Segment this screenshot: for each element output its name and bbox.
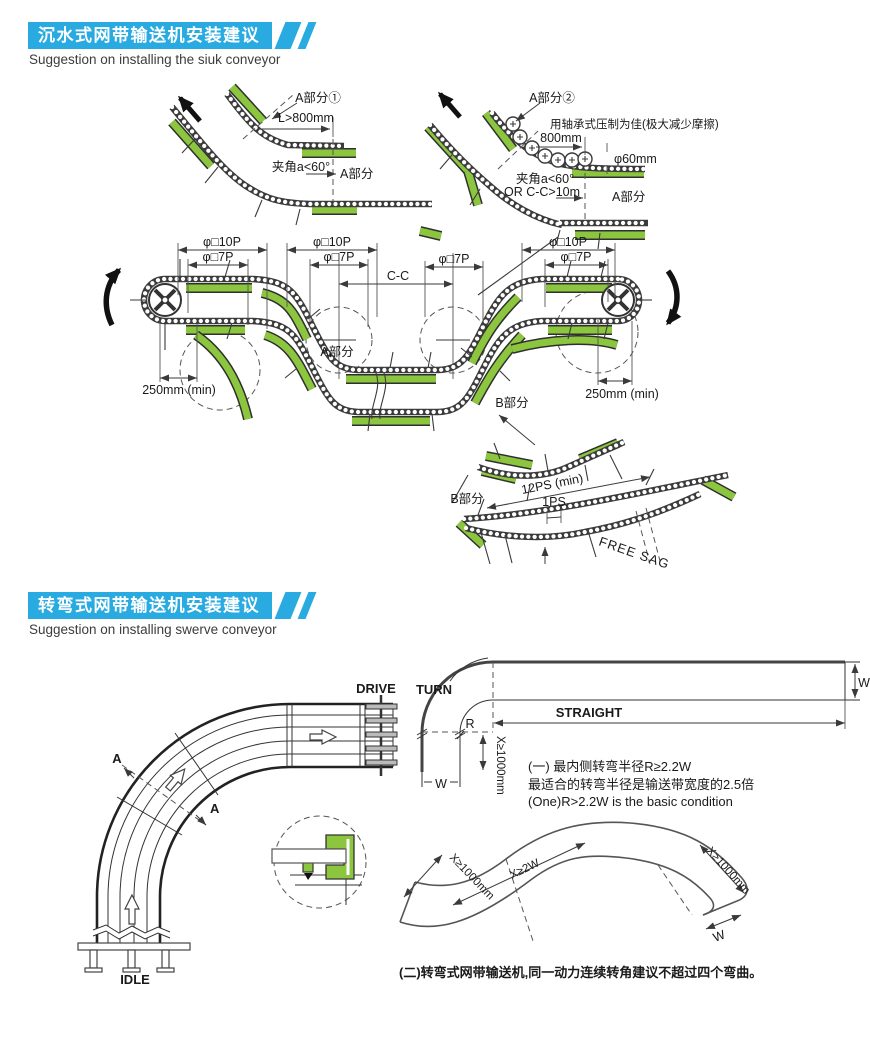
label-or-cc: OR C-C>10m [504, 185, 580, 199]
label-phi60: φ60mm [614, 152, 657, 166]
right-pulley [601, 283, 652, 317]
banner-stripe-icon [297, 22, 317, 49]
sink-conveyor-diagram: A部分① L>800mm 夹角a<60° A部分 [103, 83, 737, 572]
drive-shaft [365, 695, 398, 776]
section1-banner-box: 沉水式网带输送机安装建议 [28, 22, 272, 49]
label-800mm: 800mm [540, 131, 582, 145]
label-free-sag: FREE SAG [597, 534, 672, 572]
label-s-x2w: X≥2W [508, 857, 541, 882]
section2-banner-box: 转弯式网带输送机安装建议 [28, 592, 272, 619]
label-section-a2: A [210, 801, 220, 816]
detail-a-part-2: A部分② 用轴承式压制为佳(极大减少摩擦) 800mm φ60mm 夹角a<60… [418, 90, 719, 250]
label-a-part-mid: A部分 [320, 344, 353, 359]
section1-banner: 沉水式网带输送机安装建议 [28, 22, 870, 49]
label-dim7p-a: φ□7P [203, 250, 234, 264]
bearing-rollers [505, 116, 593, 168]
label-angle-left: 夹角a<60° [272, 160, 330, 174]
detail-b-part-mid: B部分 [451, 395, 627, 504]
label-dim10p-b: φ□10P [313, 235, 351, 249]
section1-subtitle: Suggestion on installing the siuk convey… [29, 52, 281, 67]
dimension-annotations: φ□10P φ□7P φ□10P φ□7P C-C φ□7P φ□10P φ□7… [142, 235, 659, 401]
curved-conveyor-plan: A A DRIVE IDLE [77, 681, 398, 987]
support-legs [164, 259, 609, 432]
idler-assembly [77, 942, 191, 973]
s-curve-diagram: X≥1000mm X≥2W X≥1000mm W (二)转弯式网带输送机,同一动… [399, 821, 762, 980]
swerve-conveyor-diagram: A A DRIVE IDLE TURN STRAIGHT W R X≥100 [77, 657, 870, 987]
label-a-part-1: A部分① [295, 90, 341, 105]
label-dim10p-a: φ□10P [203, 235, 241, 249]
label-w-right: W [858, 676, 870, 690]
note2-caption: (二)转弯式网带输送机,同一动力连续转角建议不超过四个弯曲。 [399, 965, 762, 980]
flow-arrow-icon [178, 95, 202, 123]
note1-line1: (一) 最内侧转弯半径R≥2.2W [528, 759, 692, 774]
banner-stripe-icon [274, 592, 302, 619]
edge-guide-inset [271, 815, 367, 909]
label-dim7p-d: φ□7P [439, 252, 470, 266]
left-pulley [130, 283, 182, 317]
label-section-a1: A [112, 751, 122, 766]
label-drive: DRIVE [356, 681, 396, 696]
label-straight: STRAIGHT [556, 705, 623, 720]
note1-line2: 最适合的转弯半径是输送带宽度的2.5倍 [528, 777, 754, 792]
flow-curve-arrow-icon [164, 768, 186, 792]
label-cc: C-C [387, 269, 409, 283]
banner-stripe-icon [297, 592, 317, 619]
label-bearing-note: 用轴承式压制为佳(极大减少摩擦) [550, 117, 719, 131]
flow-up-arrow-icon [124, 893, 140, 925]
section2-banner-title: 转弯式网带输送机安装建议 [38, 596, 260, 615]
label-w-bottom: W [435, 777, 447, 791]
label-turn: TURN [416, 682, 452, 697]
label-1ps: 1PS [542, 495, 566, 509]
label-dim7p-c: φ□7P [561, 250, 592, 264]
label-250-right: 250mm (min) [585, 387, 659, 401]
belt-cross-section [271, 848, 347, 864]
label-b-part-low: B部分 [450, 491, 483, 506]
turn-straight-diagram: TURN STRAIGHT W R X≥1000mm W (一) 最内侧转弯半径… [416, 657, 870, 809]
label-a-part-2: A部分② [529, 90, 575, 105]
flow-right-arrow-icon [309, 729, 338, 745]
label-a-part-right: A部分 [612, 189, 645, 204]
rotation-arrow-cw-icon [665, 269, 682, 326]
main-conveyor-profile [103, 253, 682, 432]
label-dim7p-b: φ□7P [324, 250, 355, 264]
label-x1000-vertical: X≥1000mm [494, 736, 506, 795]
label-b-part-mid: B部分 [495, 395, 528, 410]
label-idle: IDLE [120, 972, 150, 987]
note1-line3: (One)R>2.2W is the basic condition [528, 794, 733, 809]
section2-subtitle: Suggestion on installing swerve conveyor [29, 622, 277, 637]
label-s-x1000-left: X≥1000mm [447, 852, 496, 903]
section1-banner-title: 沉水式网带输送机安装建议 [38, 26, 260, 45]
label-angle-right: 夹角a<60° [516, 172, 574, 186]
banner-stripe-icon [274, 22, 302, 49]
detail-b-part-low: B部分 12PS (min) 1PS FREE SAG [450, 468, 737, 572]
label-r: R [465, 717, 474, 731]
label-250-left: 250mm (min) [142, 383, 216, 397]
rotation-arrow-ccw-icon [103, 267, 122, 327]
label-s-w: W [711, 927, 727, 944]
flow-arrow-icon [438, 91, 462, 119]
label-s-x1000-right: X≥1000mm [704, 845, 752, 897]
section2-banner: 转弯式网带输送机安装建议 [28, 592, 870, 619]
detail-a-part-1: A部分① L>800mm 夹角a<60° A部分 [168, 83, 435, 226]
label-dim10p-c: φ□10P [549, 235, 587, 249]
label-a-part-left: A部分 [340, 166, 373, 181]
label-l800: L>800mm [278, 111, 334, 125]
